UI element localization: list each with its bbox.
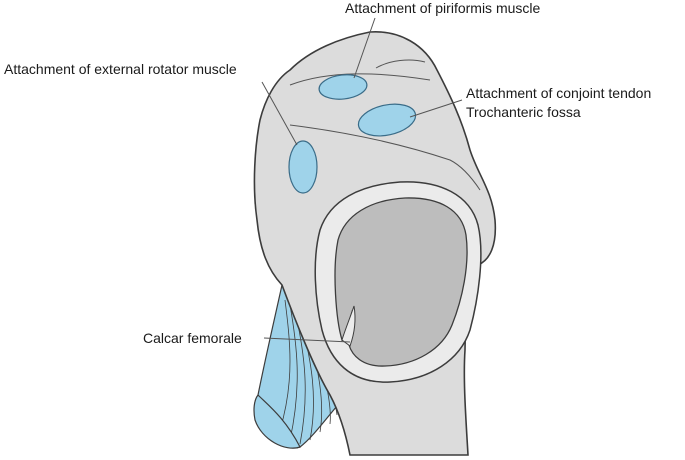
external-rotator-attachment[interactable] (288, 140, 318, 194)
label-calcar-femorale: Calcar femorale (143, 330, 242, 346)
leader-line-calcar (263, 337, 351, 343)
leader-lines (261, 17, 463, 343)
piriformis-attachment[interactable] (318, 73, 368, 102)
label-piriformis-attachment: Attachment of piriformis muscle (345, 0, 541, 16)
label-external-rotator-attachment: Attachment of external rotator muscle (4, 61, 237, 77)
leader-line-external-rotator (261, 81, 298, 146)
label-trochanteric-fossa: Trochanteric fossa (466, 104, 581, 120)
label-conjoint-tendon-attachment: Attachment of conjoint tendon (466, 85, 652, 101)
leader-line-conjoint-tendon (409, 99, 463, 118)
leader-line-piriformis (353, 17, 376, 79)
muscle-cut-end (253, 394, 301, 449)
conjoint-tendon-attachment[interactable] (356, 99, 419, 140)
calcar-spur (341, 305, 356, 347)
trochanter-contour-lines (289, 59, 481, 191)
